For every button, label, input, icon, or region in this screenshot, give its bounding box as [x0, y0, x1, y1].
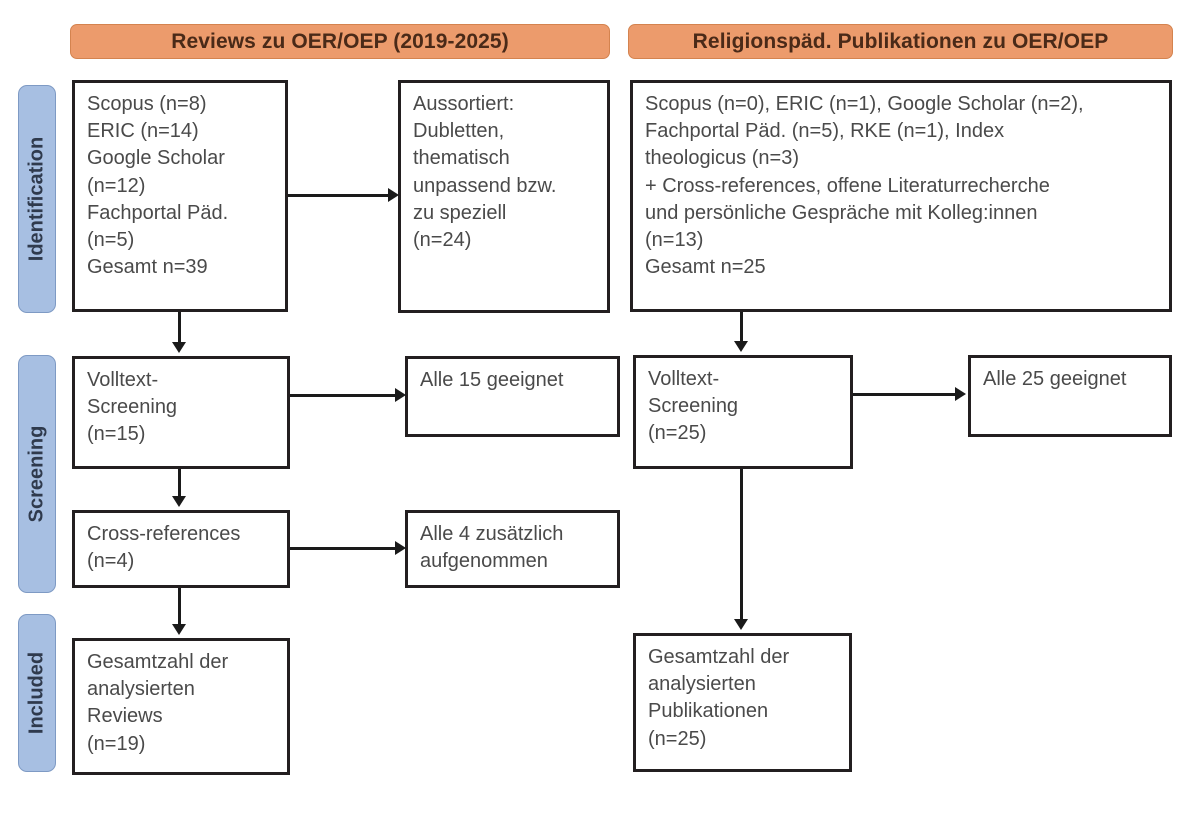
- stage-label-included: Included: [25, 651, 48, 735]
- left-identification-excluded-box: Aussortiert: Dubletten, thematisch unpas…: [398, 80, 610, 313]
- connector-left-sources-to-fulltext: [178, 312, 181, 344]
- connector-right-sources-to-fulltext: [740, 312, 743, 343]
- stage-label-identification: Identification: [25, 136, 48, 262]
- arrowhead-left-sources-to-fulltext: [172, 342, 186, 353]
- arrowhead-right-fulltext-to-eligible: [955, 387, 966, 401]
- connector-left-crossref-to-included: [178, 588, 181, 626]
- connector-right-fulltext-to-eligible: [853, 393, 957, 396]
- arrowhead-left-sources-to-excluded: [388, 188, 399, 202]
- column-header-reviews: Reviews zu OER/OEP (2019-2025): [70, 24, 610, 59]
- connector-right-fulltext-to-included: [740, 469, 743, 621]
- stage-pill-included: Included: [18, 614, 56, 772]
- right-included-total-box: Gesamtzahl der analysierten Publikatione…: [633, 633, 852, 772]
- connector-left-crossref-to-added: [290, 547, 397, 550]
- stage-pill-identification: Identification: [18, 85, 56, 313]
- connector-left-sources-to-excluded: [288, 194, 390, 197]
- arrowhead-right-sources-to-fulltext: [734, 341, 748, 352]
- arrowhead-left-fulltext-to-crossref: [172, 496, 186, 507]
- connector-left-fulltext-to-crossref: [178, 469, 181, 497]
- right-fulltext-screening-box: Volltext- Screening (n=25): [633, 355, 853, 469]
- right-identification-sources-box: Scopus (n=0), ERIC (n=1), Google Scholar…: [630, 80, 1172, 312]
- left-identification-sources-box: Scopus (n=8) ERIC (n=14) Google Scholar …: [72, 80, 288, 312]
- left-eligible-box: Alle 15 geeignet: [405, 356, 620, 437]
- arrowhead-left-crossref-to-included: [172, 624, 186, 635]
- connector-left-fulltext-to-eligible: [290, 394, 397, 397]
- left-cross-references-box: Cross-references (n=4): [72, 510, 290, 588]
- stage-label-screening: Screening: [25, 425, 48, 523]
- left-included-total-box: Gesamtzahl der analysierten Reviews (n=1…: [72, 638, 290, 775]
- arrowhead-left-crossref-to-added: [395, 541, 406, 555]
- left-fulltext-screening-box: Volltext- Screening (n=15): [72, 356, 290, 469]
- right-eligible-box: Alle 25 geeignet: [968, 355, 1172, 437]
- left-added-box: Alle 4 zusätzlich aufgenommen: [405, 510, 620, 588]
- stage-pill-screening: Screening: [18, 355, 56, 593]
- column-header-publications: Religionspäd. Publikationen zu OER/OEP: [628, 24, 1173, 59]
- arrowhead-left-fulltext-to-eligible: [395, 388, 406, 402]
- arrowhead-right-fulltext-to-included: [734, 619, 748, 630]
